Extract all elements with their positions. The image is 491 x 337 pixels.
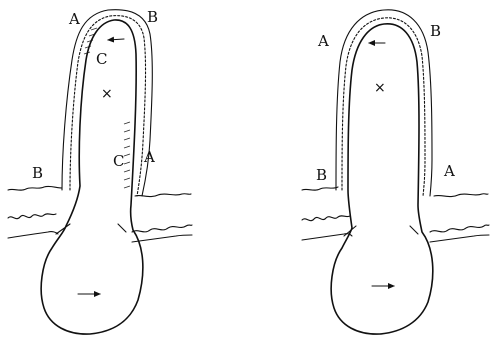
- left-neck-line-right: [118, 224, 126, 232]
- right-label-top-b: B: [430, 22, 441, 40]
- right-tissue-upper-left: [302, 187, 338, 190]
- right-tissue-inner-right: [430, 235, 489, 242]
- left-top-arrow: [108, 39, 124, 40]
- left-tissue-lower-left: [8, 214, 56, 219]
- left-tooth-outline: [41, 20, 143, 334]
- right-tissue-lower-left: [302, 216, 350, 221]
- left-tissue-inner-right: [132, 235, 192, 242]
- left-center-mark: ×: [101, 86, 113, 102]
- right-tissue-lower-right: [430, 225, 489, 232]
- left-label-mid-c: C: [113, 152, 124, 170]
- right-tissue-inner-left: [302, 234, 352, 240]
- left-tissue-upper-left: [8, 186, 62, 190]
- right-figure: A B × B A: [302, 10, 489, 334]
- left-label-inner-c: C: [96, 50, 107, 68]
- left-outer-layer: [62, 10, 152, 196]
- right-label-mid-b: B: [316, 166, 327, 184]
- left-label-top-a: A: [68, 10, 80, 28]
- left-figure: A B C × B C A: [8, 8, 192, 334]
- right-tissue-upper-right: [434, 194, 488, 197]
- left-tissue-inner-left: [8, 232, 58, 238]
- left-hatch-lower: [124, 122, 130, 188]
- right-outer-layer: [336, 10, 432, 196]
- left-label-mid-b: B: [32, 164, 43, 182]
- left-tissue-upper-right: [135, 194, 191, 197]
- left-label-top-b: B: [147, 8, 158, 26]
- right-label-mid-a: A: [443, 162, 455, 180]
- right-neck-line-right: [410, 226, 418, 234]
- right-center-mark: ×: [374, 80, 386, 96]
- left-label-mid-a: A: [143, 148, 155, 166]
- right-label-top-a: A: [317, 32, 329, 50]
- right-tooth-outline: [331, 24, 433, 334]
- left-tissue-lower-right: [132, 225, 192, 232]
